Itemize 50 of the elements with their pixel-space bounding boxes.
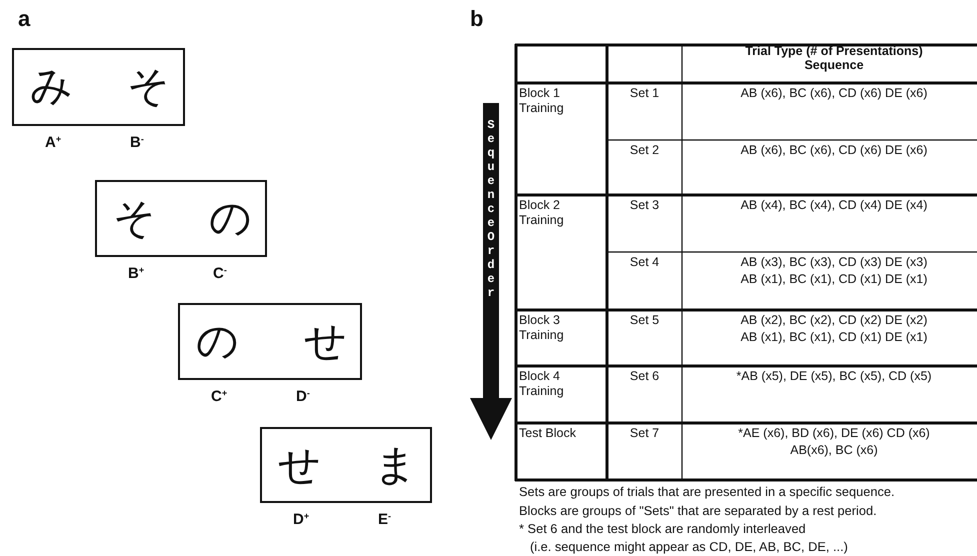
trial-sequence: AB(x6), BC (x6) — [789, 443, 879, 458]
footnote: (i.e. sequence might appear as CD, DE, AB, BC, DE, ...) — [530, 539, 848, 554]
trial-sequence: AB (x1), BC (x1), CD (x1) DE (x1) — [740, 272, 928, 287]
set-label: Set 3 — [628, 198, 660, 213]
hiragana-character: ま — [374, 444, 417, 486]
hiragana-character: の — [196, 320, 239, 362]
stimulus-label: C$^{+}$ — [211, 389, 228, 404]
stimulus-label: D$^{+}$ — [293, 512, 310, 527]
block-heading: Block 2 Training — [519, 198, 565, 228]
hiragana-character: の — [209, 197, 252, 239]
footnote: Sets are groups of trials that are presented in a specific sequence. — [519, 484, 895, 500]
block-heading: Block 1 Training — [519, 86, 565, 116]
footnote: * Set 6 and the test block are randomly interleaved — [519, 521, 806, 536]
sequence-order-label: Sequence Order — [486, 118, 496, 300]
hiragana-character: せ — [278, 444, 321, 486]
stimulus-card — [12, 48, 185, 126]
stimulus-label: B$^{-}$ — [130, 135, 144, 150]
trial-sequence: *AE (x6), BD (x6), DE (x6) CD (x6) — [737, 426, 931, 441]
panel-letter: b — [470, 6, 484, 32]
hiragana-character: そ — [127, 65, 170, 107]
stimulus-label: C$^{-}$ — [213, 266, 227, 281]
stimulus-label: D$^{-}$ — [296, 389, 310, 404]
trial-sequence: AB (x6), BC (x6), CD (x6) DE (x6) — [740, 86, 928, 101]
panel-letter: a — [18, 6, 30, 32]
stimulus-card — [178, 303, 362, 380]
set-label: Set 5 — [628, 313, 660, 328]
column-heading: Trial Type (# of Presentations) Sequence — [744, 44, 924, 73]
stimulus-label: E$^{-}$ — [378, 512, 392, 527]
stimulus-card — [95, 180, 267, 257]
set-label: Set 4 — [628, 255, 660, 270]
block-heading: Block 4 Training — [519, 369, 565, 399]
set-label: Set 7 — [628, 426, 660, 441]
trial-sequence: AB (x1), BC (x1), CD (x1) DE (x1) — [740, 330, 928, 345]
trial-sequence: AB (x4), BC (x4), CD (x4) DE (x4) — [740, 198, 928, 213]
footnote: Blocks are groups of "Sets" that are separated by a rest period. — [519, 503, 877, 518]
hiragana-character: せ — [304, 320, 347, 362]
hiragana-character: そ — [113, 197, 156, 239]
trial-sequence: AB (x6), BC (x6), CD (x6) DE (x6) — [740, 143, 928, 158]
hiragana-character: み — [30, 65, 73, 107]
stimulus-label: A$^{+}$ — [45, 135, 62, 150]
set-label: Set 6 — [628, 369, 660, 384]
trial-sequence: AB (x2), BC (x2), CD (x2) DE (x2) — [740, 313, 928, 328]
stimulus-card — [260, 427, 432, 503]
trial-sequence: *AB (x5), DE (x5), BC (x5), CD (x5) — [735, 369, 933, 384]
block-heading: Block 3 Training — [519, 313, 565, 343]
block-heading: Test Block — [519, 426, 577, 441]
set-label: Set 1 — [628, 86, 660, 101]
trial-sequence: AB (x3), BC (x3), CD (x3) DE (x3) — [740, 255, 928, 270]
stimulus-label: B$^{+}$ — [128, 266, 144, 281]
set-label: Set 2 — [628, 143, 660, 158]
